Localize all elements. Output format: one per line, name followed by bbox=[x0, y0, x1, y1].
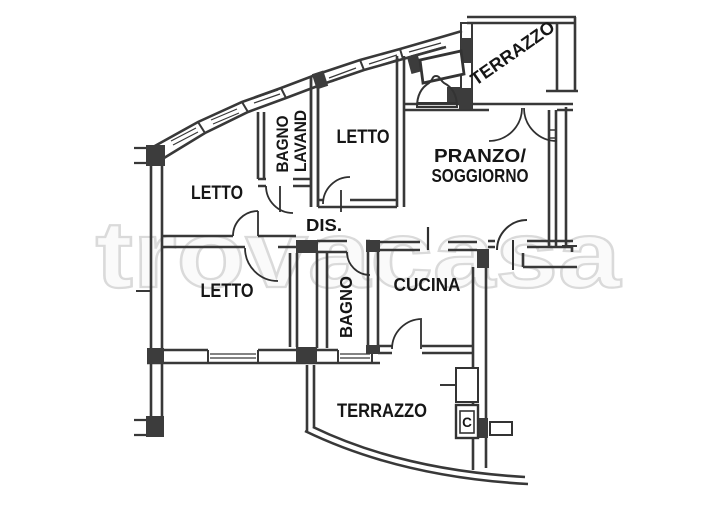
watermark-text: trovacasa bbox=[96, 202, 622, 308]
room-label-letto-sw: LETTO bbox=[201, 281, 254, 302]
room-label-bagno-lavanderia-1: BAGNO bbox=[273, 116, 292, 173]
entry-door-fan bbox=[415, 74, 459, 108]
boiler-box-inner bbox=[459, 410, 475, 434]
room-label-bagno: BAGNO bbox=[336, 276, 356, 338]
entry-cabinet bbox=[418, 49, 466, 85]
room-label-terrazzo-top: TERRAZZO bbox=[467, 17, 559, 90]
room-label-bagno-lavanderia-2: LAVAND bbox=[291, 110, 310, 172]
room-label-dis: DIS. bbox=[306, 215, 342, 235]
wall-blocks bbox=[146, 38, 489, 438]
room-label-letto-nw: LETTO bbox=[191, 183, 243, 204]
terrace-fixture bbox=[455, 367, 479, 403]
fixtures bbox=[415, 49, 513, 440]
room-label-letto-n: LETTO bbox=[337, 127, 390, 148]
room-label-terrazzo-bottom: TERRAZZO bbox=[337, 401, 427, 422]
room-label-pranzo-1: PRANZO/ bbox=[434, 145, 526, 166]
room-label-pranzo-2: SOGGIORNO bbox=[432, 165, 529, 186]
boiler-letter: C bbox=[462, 415, 472, 430]
railing-post bbox=[489, 421, 513, 436]
room-label-cucina: CUCINA bbox=[394, 275, 461, 295]
door-swings bbox=[232, 107, 558, 350]
